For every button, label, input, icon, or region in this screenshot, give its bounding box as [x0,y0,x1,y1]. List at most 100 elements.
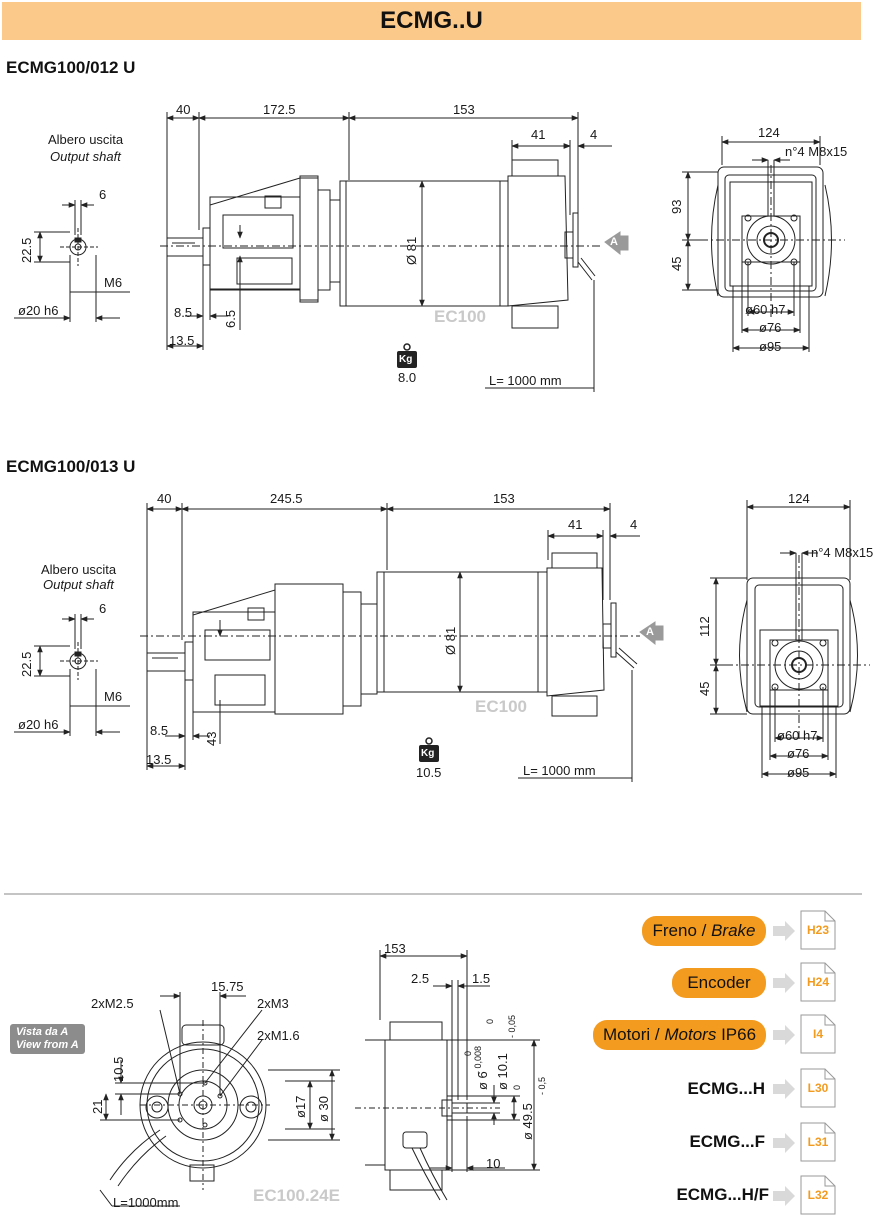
weight-icon [397,343,439,762]
link-motors-label-en: Motors [664,1025,717,1044]
dim-13-5: 13.5 [169,333,195,348]
link-motors-label: Motori / [602,1025,665,1044]
dim-40: 40 [176,102,191,117]
link-motors-suffix: IP66 [721,1025,757,1044]
link-ecmg-h-code[interactable]: L30 [807,1081,829,1095]
dim-flange: ø95 [787,765,810,780]
dim-10-5: 10.5 [111,1056,126,1082]
weight-badge: Kg [399,354,413,365]
dim-key-width: 6 [99,187,107,202]
dim-1-5: 1.5 [472,971,491,986]
dim-d49-5: ø 49.5 [520,1103,535,1140]
dim-offset: 43 [204,731,219,746]
dim-bolt-circle: ø76 [787,746,810,761]
page-title: ECMG..U [380,7,483,34]
dim-width-124: 124 [758,125,780,140]
weight-badge: Kg [421,748,435,759]
tol-d6-bottom: - 0,008 [473,1045,483,1074]
encoder-side-view [355,950,540,1201]
dim-shaft-height: 22.5 [19,651,34,677]
dim-8-5: 8.5 [174,305,193,320]
tol-d49-top: 0 [512,1084,522,1090]
encoder-model-label: EC100.24E [253,1186,340,1205]
dim-153: 153 [384,941,406,956]
dim-41: 41 [568,517,583,532]
dim-motor-diameter: Ø 81 [443,626,458,655]
dim-m3: 2xM3 [257,996,289,1011]
dim-shaft-diameter: ø20 h6 [18,303,59,318]
weight-value: 8.0 [398,370,417,385]
link-icons [773,910,836,1215]
dim-15-75: 15.75 [211,979,244,994]
link-ecmg-h[interactable]: ECMG...H [687,1079,765,1098]
dim-93: 93 [669,199,684,214]
link-ecmg-hf[interactable]: ECMG...H/F [676,1185,769,1204]
dim-motor-length: 153 [453,102,475,117]
link-ecmg-hf-code[interactable]: L32 [807,1188,829,1202]
encoder-front-view [99,992,340,1207]
side-view-1 [160,112,629,392]
dim-10: 10 [486,1156,501,1171]
link-ecmg-f[interactable]: ECMG...F [689,1132,765,1151]
weight-value: 10.5 [416,765,442,780]
dim-d6: ø 6 [475,1071,490,1090]
link-brake-code[interactable]: H23 [806,923,829,937]
dim-holes: n°4 M8x15 [785,144,848,159]
dim-d17: ø17 [293,1095,308,1118]
dim-45: 45 [697,681,712,696]
dim-gear-length: 245.5 [270,491,303,506]
dim-thread: M6 [104,689,123,704]
view-marker-a: A [646,626,654,638]
dim-motor-length: 153 [493,491,515,506]
view-label-en: View from A [16,1039,79,1051]
dim-bolt-circle: ø76 [759,320,782,335]
shaft-detail-1 [14,200,130,322]
output-shaft-label-it: Albero uscita [48,132,124,147]
dim-flange: ø95 [759,339,782,354]
link-brake-label-en: Brake [711,921,756,940]
cable-length: L= 1000 mm [523,763,596,778]
link-encoder-code[interactable]: H24 [806,975,829,989]
side-view-2 [140,503,664,782]
link-encoder[interactable]: Encoder [672,968,766,998]
dim-d10-1: ø 10.1 [495,1053,510,1090]
dim-motor-diameter: Ø 81 [404,236,419,265]
dim-41: 41 [531,127,546,142]
dim-shaft-height: 22.5 [19,237,34,263]
dim-pilot-diameter: ø60 h7 [777,728,818,743]
shaft-detail-2 [14,614,130,736]
section-title-013: ECMG100/013 U [6,457,136,476]
dim-21: 21 [90,1099,105,1114]
motor-model-label: EC100 [434,307,486,326]
tol-d6-top: 0 [463,1050,473,1056]
dim-holes: n°4 M8x15 [811,545,874,560]
dim-shaft-diameter: ø20 h6 [18,717,59,732]
dim-d30: ø 30 [316,1095,331,1122]
encoder-cable-length: L=1000mm [113,1195,179,1210]
view-marker-a: A [610,236,618,248]
dim-pilot-diameter: ø60 h7 [745,302,786,317]
link-motors-ip66[interactable]: Motori / Motors IP66 [593,1020,766,1050]
dim-thread: M6 [104,275,123,290]
tol-d49-bottom: - 0,5 [537,1076,547,1095]
dim-112: 112 [697,616,712,637]
tol-d10-top: 0 [485,1018,495,1024]
dim-m1-6: 2xM1.6 [257,1028,300,1043]
dim-2-5: 2.5 [411,971,430,986]
front-view-1 [682,136,845,352]
view-from-a-badge: Vista da A View from A [10,1024,85,1054]
dim-gear-length: 172.5 [263,102,296,117]
view-label-it: Vista da A [16,1026,69,1038]
dim-key-width: 6 [99,601,107,616]
dim-8-5: 8.5 [150,723,169,738]
link-brake[interactable]: Freno / Brake [642,916,766,946]
page-title-bar: ECMG..U [2,2,861,40]
output-shaft-label-en: Output shaft [43,577,114,592]
output-shaft-label-en: Output shaft [50,149,121,164]
output-shaft-label-it: Albero uscita [41,562,117,577]
section-title-012: ECMG100/012 U [6,58,136,77]
dim-width-124: 124 [788,491,810,506]
link-motors-code[interactable]: I4 [812,1027,823,1041]
link-ecmg-f-code[interactable]: L31 [807,1135,829,1149]
